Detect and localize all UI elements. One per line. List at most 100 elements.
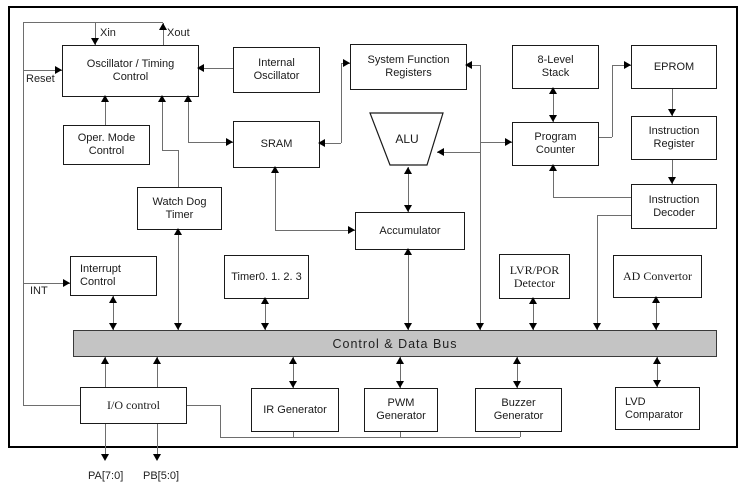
block-label: EPROM <box>653 60 695 73</box>
arrowhead-up-icon <box>271 166 279 173</box>
block-interrupt-control: Interrupt Control <box>70 256 157 296</box>
connector-line <box>657 357 658 387</box>
block-label: I/O control <box>107 398 160 412</box>
arrowhead-up-icon <box>513 357 521 364</box>
diagram-border <box>8 6 738 448</box>
arrowhead-down-icon <box>91 38 99 45</box>
block-label: Watch Dog Timer <box>152 195 207 221</box>
connector-line <box>341 63 342 143</box>
connector-line <box>400 430 401 437</box>
connector-line <box>157 357 158 387</box>
arrowhead-down-icon <box>529 323 537 330</box>
arrowhead-down-icon <box>174 323 182 330</box>
connector-line <box>113 296 114 330</box>
arrowhead-up-icon <box>101 357 109 364</box>
connector-line <box>23 22 163 23</box>
block-label: Oscillator / Timing Control <box>86 58 175 83</box>
arrowhead-up-icon <box>109 296 117 303</box>
arrowhead-down-icon <box>652 323 660 330</box>
block-buzzer-generator: Buzzer Generator <box>475 388 562 432</box>
arrowhead-up-icon <box>158 95 166 102</box>
connector-line <box>553 87 554 122</box>
block-alu: ALU <box>369 112 444 166</box>
block-label: Internal Oscillator <box>253 57 300 82</box>
connector-line <box>178 150 179 187</box>
block-sram: SRAM <box>233 121 320 168</box>
connector-line <box>197 68 233 69</box>
connector-line <box>275 166 276 230</box>
connector-line <box>185 405 220 406</box>
block-oper-mode-control: Oper. Mode Control <box>63 125 150 165</box>
block-accumulator: Accumulator <box>355 212 465 250</box>
port-label-pb: PB[5:0] <box>143 470 180 482</box>
block-label: Timer0. 1. 2. 3 <box>231 270 302 283</box>
arrowhead-left-icon <box>437 148 444 156</box>
arrowhead-right-icon <box>624 61 631 69</box>
block-label: 8-Level Stack <box>537 54 574 79</box>
connector-line <box>293 430 294 437</box>
connector-line <box>408 248 409 330</box>
block-system-function-registers: System Function Registers <box>350 44 467 90</box>
arrowhead-up-icon <box>396 357 404 364</box>
connector-line <box>553 197 631 198</box>
arrowhead-down-icon <box>668 177 676 184</box>
connector-line <box>188 142 233 143</box>
connector-line <box>520 430 521 437</box>
connector-line <box>105 357 106 387</box>
bus-label: Control & Data Bus <box>332 336 458 351</box>
block-label: Interrupt Control <box>80 263 121 288</box>
connector-line <box>612 65 613 137</box>
connector-line <box>23 70 62 71</box>
arrowhead-down-icon <box>261 323 269 330</box>
arrowhead-down-icon <box>404 205 412 212</box>
arrowhead-down-icon <box>593 323 601 330</box>
arrowhead-right-icon <box>343 59 350 67</box>
port-label-pa: PA[7:0] <box>88 470 124 482</box>
block-label: ALU <box>395 132 418 146</box>
arrowhead-up-icon <box>159 23 167 30</box>
block-oscillator-timing-control: Oscillator / Timing Control <box>62 45 199 97</box>
connector-line <box>23 22 24 405</box>
control-data-bus: Control & Data Bus <box>73 330 717 357</box>
block-label: LVD Comparator <box>625 395 684 421</box>
block-instruction-register: Instruction Register <box>631 116 717 160</box>
connector-line <box>220 437 520 438</box>
arrowhead-right-icon <box>63 279 70 287</box>
connector-line <box>157 422 158 456</box>
port-label-int: INT <box>30 285 48 297</box>
block-label: Oper. Mode Control <box>77 132 136 157</box>
arrowhead-right-icon <box>226 138 233 146</box>
connector-line <box>553 164 554 197</box>
connector-line <box>265 297 266 330</box>
connector-line <box>656 296 657 330</box>
connector-line <box>95 22 96 45</box>
block-label: Program Counter <box>534 131 577 156</box>
arrowhead-left-icon <box>465 61 472 69</box>
block-timer0-1-2-3: Timer0. 1. 2. 3 <box>224 255 309 299</box>
arrowhead-right-icon <box>55 66 62 74</box>
arrowhead-up-icon <box>404 167 412 174</box>
arrowhead-right-icon <box>505 138 512 146</box>
connector-line <box>672 87 673 116</box>
connector-line <box>105 422 106 456</box>
arrowhead-down-icon <box>289 381 297 388</box>
arrowhead-right-icon <box>348 226 355 234</box>
arrowhead-up-icon <box>529 297 537 304</box>
arrowhead-up-icon <box>549 164 557 171</box>
connector-line <box>480 65 481 330</box>
arrowhead-down-icon <box>668 109 676 116</box>
block-label: PWM Generator <box>376 397 426 422</box>
connector-line <box>597 215 631 216</box>
arrowhead-down-icon <box>101 454 109 461</box>
block-ad-convertor: AD Convertor <box>613 255 702 298</box>
block-internal-oscillator: Internal Oscillator <box>233 47 320 93</box>
block-label: AD Convertor <box>623 269 692 283</box>
connector-line <box>437 152 480 153</box>
connector-line <box>400 357 401 388</box>
arrowhead-up-icon <box>289 357 297 364</box>
block-label: System Function Registers <box>367 54 450 79</box>
arrowhead-down-icon <box>653 380 661 387</box>
block-label: LVR/POR Detector <box>509 262 560 290</box>
block-label: Buzzer Generator <box>493 397 544 422</box>
